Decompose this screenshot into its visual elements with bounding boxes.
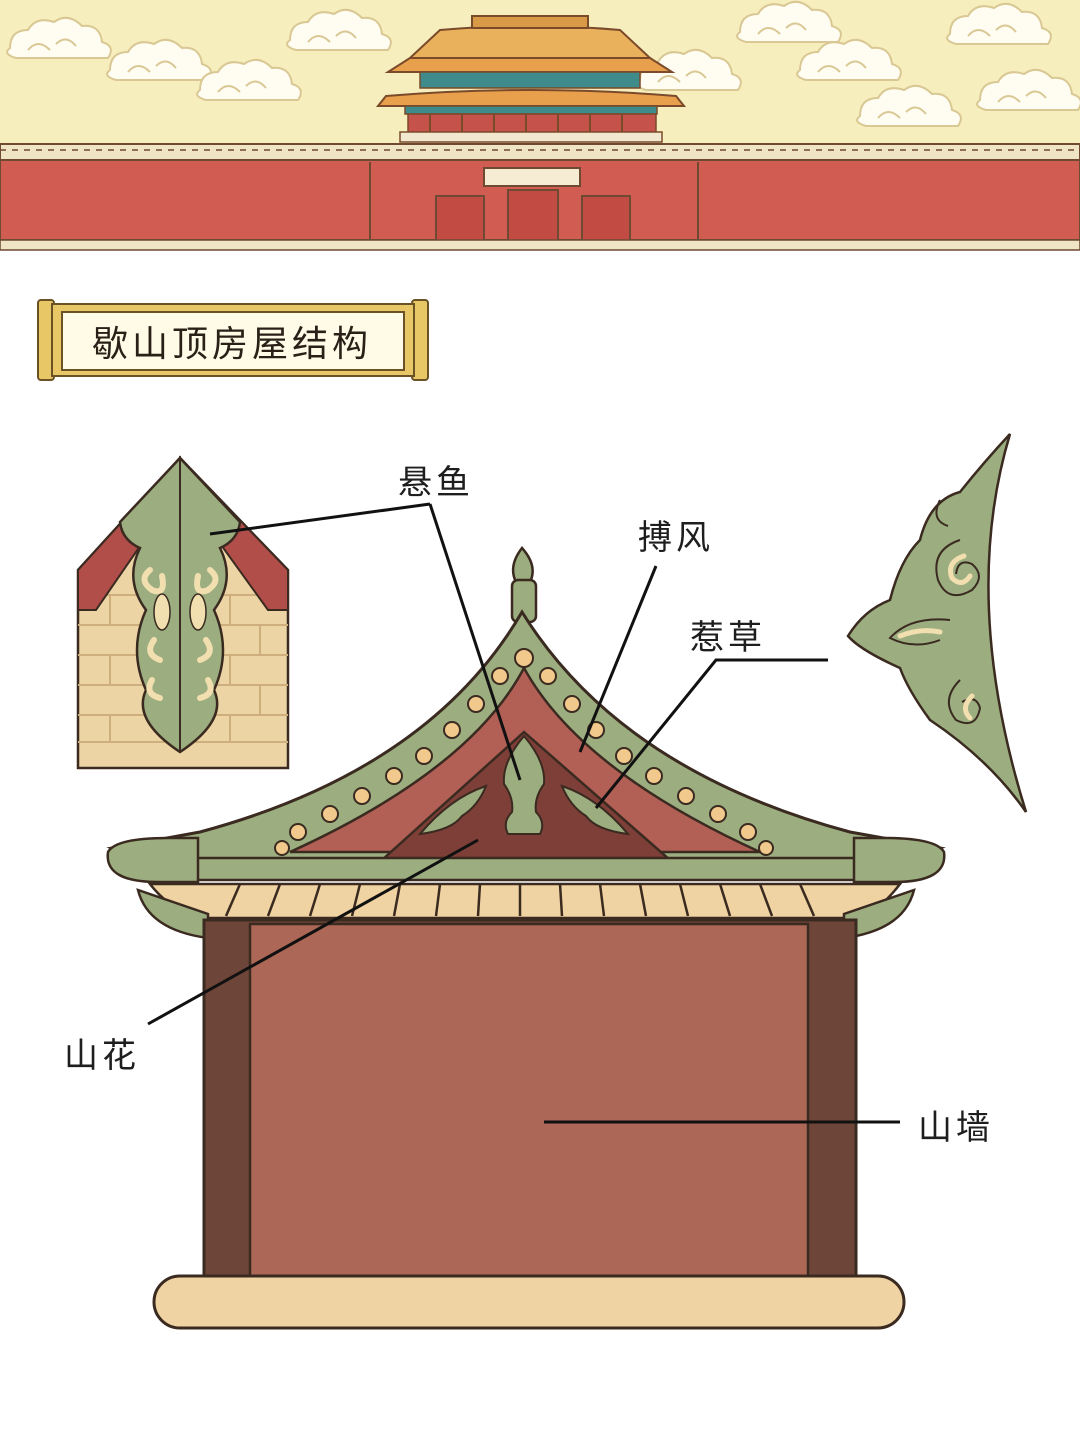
shanqiang-wall bbox=[248, 922, 810, 1278]
title-scroll bbox=[37, 299, 429, 381]
gate-tower bbox=[375, 15, 687, 143]
leader-conghcao bbox=[594, 658, 828, 809]
xieshan-building-illustration bbox=[106, 546, 946, 1330]
roof-finial bbox=[510, 546, 538, 624]
conghcao-ornament-right bbox=[560, 784, 631, 836]
xuanyu-detail-illustration bbox=[76, 455, 290, 770]
palace-wall bbox=[0, 143, 1080, 251]
label-shanqiang: 山墙 bbox=[918, 1108, 994, 1148]
plinth bbox=[152, 1274, 906, 1330]
leader-bofeng bbox=[578, 565, 658, 753]
bead-chain bbox=[274, 648, 774, 856]
leader-xuanyu-main bbox=[428, 503, 522, 781]
conghcao-ornament-left bbox=[417, 784, 488, 836]
page-title: 歇山顶房屋结构 bbox=[91, 324, 372, 365]
label-shanhua: 山花 bbox=[64, 1036, 140, 1076]
label-bofeng: 搏风 bbox=[638, 518, 714, 558]
conghcao-detail-illustration bbox=[846, 433, 1028, 813]
leader-shanhua bbox=[147, 838, 479, 1026]
palace-banner bbox=[0, 0, 1080, 251]
label-xuanyu: 悬鱼 bbox=[398, 463, 474, 503]
leader-xuanyu-detail bbox=[209, 502, 431, 536]
label-conghcao: 惹草 bbox=[690, 618, 766, 658]
leader-lines bbox=[147, 502, 900, 1124]
